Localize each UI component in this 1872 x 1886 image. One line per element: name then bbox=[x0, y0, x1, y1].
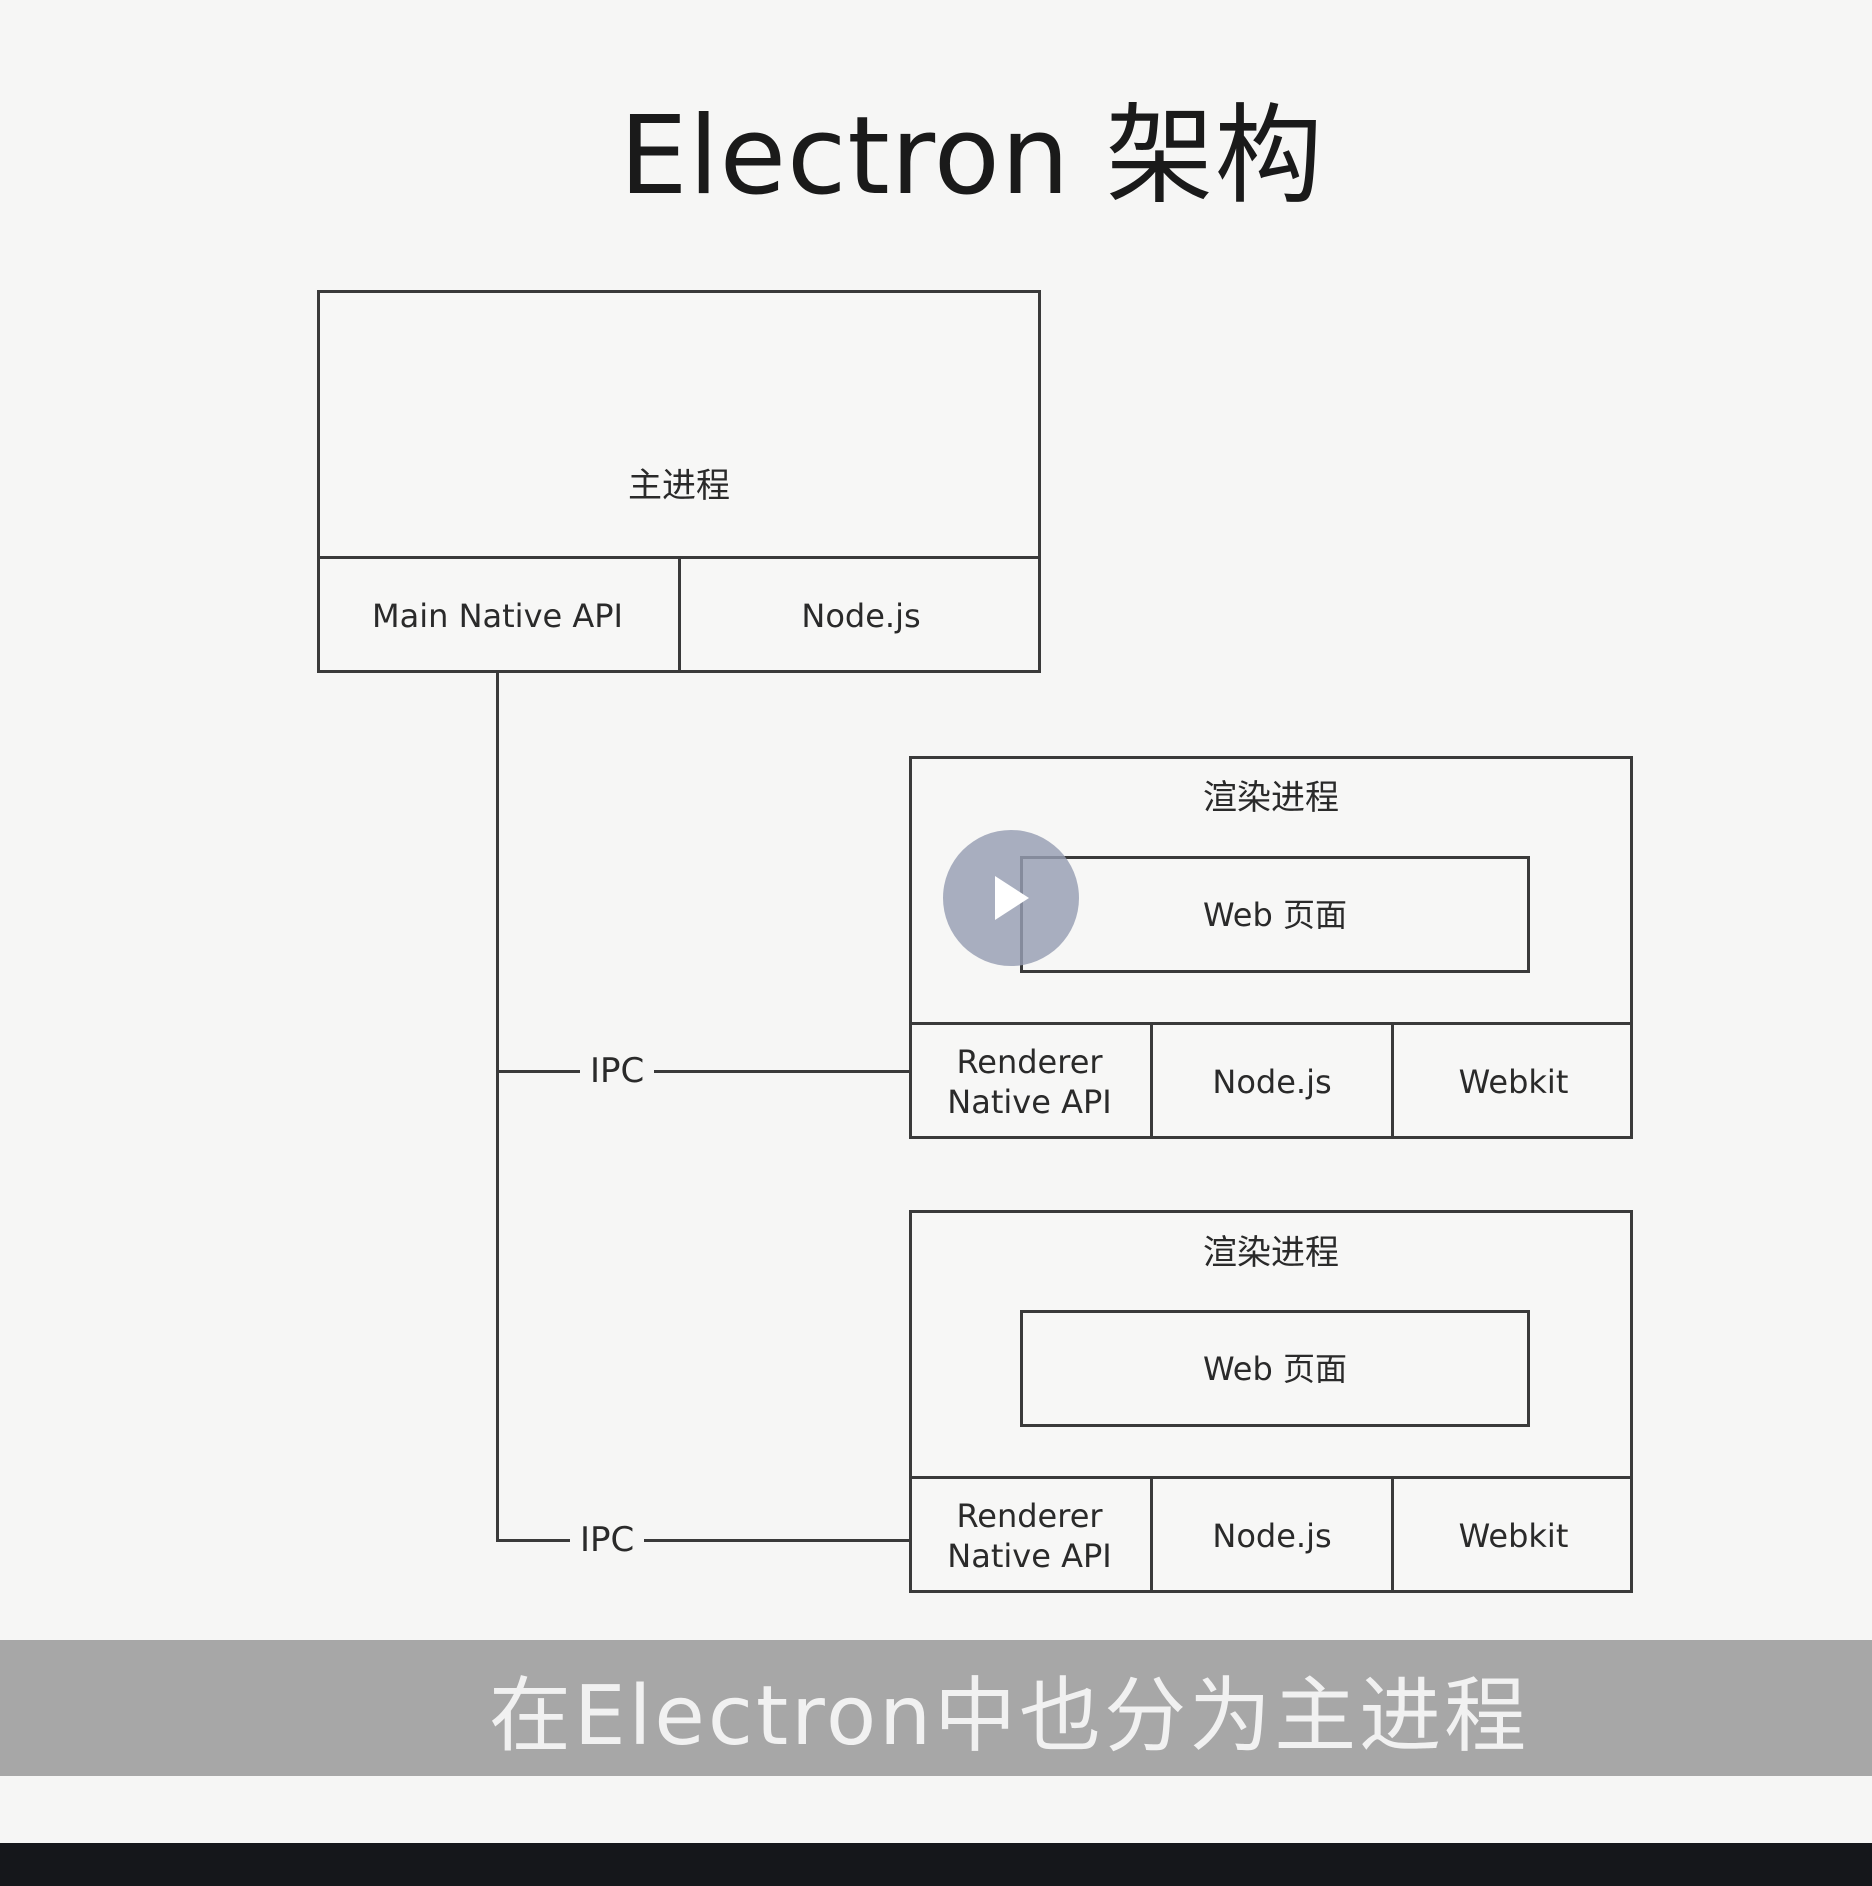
renderer-col-divider-1b bbox=[1391, 1022, 1394, 1139]
renderer-native-api-cell-2: Renderer Native API bbox=[909, 1479, 1150, 1593]
renderer-col-divider-2a bbox=[1150, 1476, 1153, 1593]
renderer-node-cell-1: Node.js bbox=[1212, 1063, 1332, 1101]
play-icon bbox=[995, 876, 1029, 920]
renderer-native-api-line1: Renderer bbox=[956, 1043, 1103, 1081]
renderer-native-api-line1: Renderer bbox=[956, 1497, 1103, 1535]
subtitle-bar bbox=[0, 1640, 1872, 1776]
ipc-trunk-line bbox=[496, 673, 499, 1542]
renderer-webkit-cell-2: Webkit bbox=[1458, 1517, 1569, 1555]
ipc-branch-line-1 bbox=[496, 1070, 909, 1073]
renderer-node-cell-2: Node.js bbox=[1212, 1517, 1332, 1555]
web-page-box-2: Web 页面 bbox=[1020, 1310, 1530, 1427]
renderer-process-title-1: 渲染进程 bbox=[1203, 778, 1339, 818]
main-process-title: 主进程 bbox=[628, 466, 730, 506]
renderer-native-api-cell-1: Renderer Native API bbox=[909, 1025, 1150, 1139]
renderer-process-title-2: 渲染进程 bbox=[1203, 1233, 1339, 1273]
renderer-native-api-line2: Native API bbox=[947, 1537, 1112, 1575]
player-bottom-strip bbox=[0, 1843, 1872, 1886]
main-process-col-divider bbox=[678, 556, 681, 673]
slide-title: Electron 架构 bbox=[619, 94, 1324, 219]
play-button[interactable] bbox=[943, 830, 1079, 966]
renderer-divider-2 bbox=[909, 1476, 1633, 1479]
renderer-col-divider-2b bbox=[1391, 1476, 1394, 1593]
ipc-branch-line-2 bbox=[496, 1539, 909, 1542]
main-node-cell: Node.js bbox=[801, 597, 921, 635]
ipc-label-2: IPC bbox=[570, 1520, 645, 1560]
main-native-api-cell: Main Native API bbox=[372, 597, 623, 635]
subtitle-text: 在Electron中也分为主进程 bbox=[488, 1668, 1530, 1764]
renderer-col-divider-1a bbox=[1150, 1022, 1153, 1139]
renderer-native-api-line2: Native API bbox=[947, 1083, 1112, 1121]
ipc-label-1: IPC bbox=[580, 1051, 655, 1091]
renderer-divider-1 bbox=[909, 1022, 1633, 1025]
web-page-box-1: Web 页面 bbox=[1020, 856, 1530, 973]
renderer-webkit-cell-1: Webkit bbox=[1458, 1063, 1569, 1101]
